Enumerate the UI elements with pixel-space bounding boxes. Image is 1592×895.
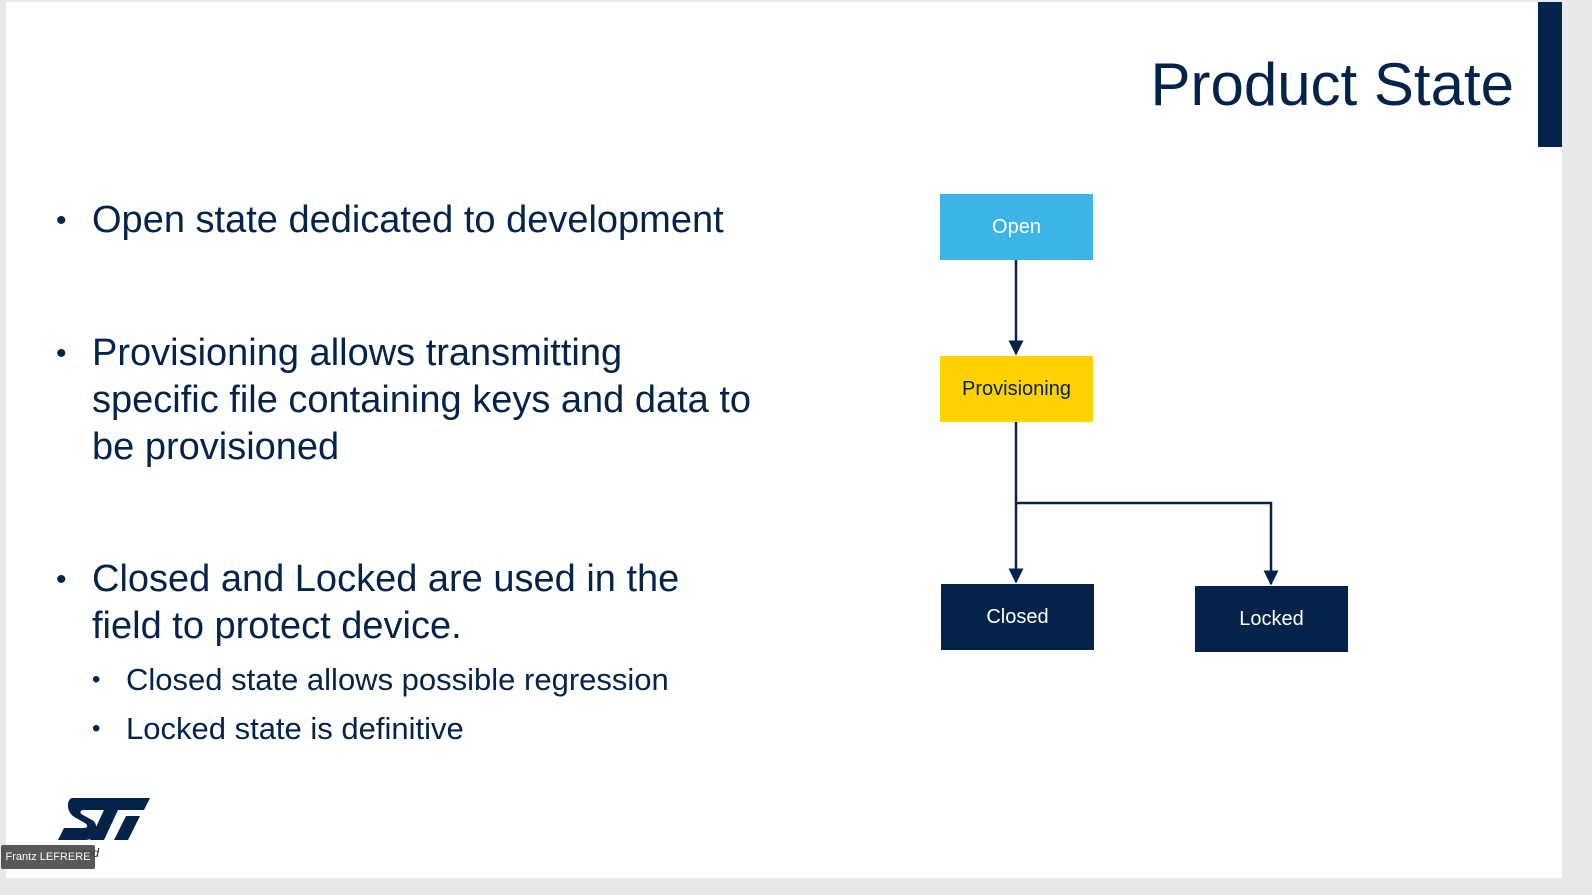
state-box-open: Open	[940, 194, 1093, 260]
bullet-text: Open state dedicated to development	[92, 199, 724, 241]
state-label: Provisioning	[962, 377, 1071, 400]
bullet-text: Provisioning allows transmitting specifi…	[92, 332, 752, 468]
state-box-provisioning: Provisioning	[940, 356, 1093, 422]
title-accent-bar	[1538, 2, 1562, 147]
bullet-dot: •	[56, 563, 67, 596]
state-label: Locked	[1239, 607, 1304, 630]
bullet-dot: •	[56, 337, 67, 370]
arrow-provisioning-to-locked	[1016, 501, 1279, 586]
sub-bullet-text: Locked state is definitive	[126, 711, 464, 746]
bullet-text: Closed and Locked are used in the field …	[92, 558, 680, 647]
state-label: Closed	[986, 605, 1049, 628]
st-logo-icon	[58, 798, 150, 840]
bullet-dot: •	[92, 715, 101, 742]
sub-bullet-text: Closed state allows possible regression	[126, 662, 669, 697]
presenter-name-tag: Frantz LEFRERE	[1, 845, 95, 869]
bullet-item: • Provisioning allows transmitting speci…	[54, 330, 752, 471]
slide-title: Product State	[1150, 51, 1514, 118]
sub-bullet-item: • Closed state allows possible regressio…	[90, 660, 669, 700]
bullet-item: • Closed and Locked are used in the fiel…	[54, 556, 712, 650]
presentation-slide: Product State • Open state dedicated to …	[6, 2, 1562, 878]
state-label: Open	[992, 215, 1041, 238]
state-box-closed: Closed	[941, 584, 1094, 650]
state-diagram-connectors	[1008, 260, 1279, 586]
bullet-dot: •	[92, 666, 101, 693]
bullet-dot: •	[56, 204, 67, 237]
sub-bullet-item: • Locked state is definitive	[90, 709, 464, 749]
state-box-locked: Locked	[1195, 586, 1348, 652]
bullet-item: • Open state dedicated to development	[54, 197, 752, 244]
